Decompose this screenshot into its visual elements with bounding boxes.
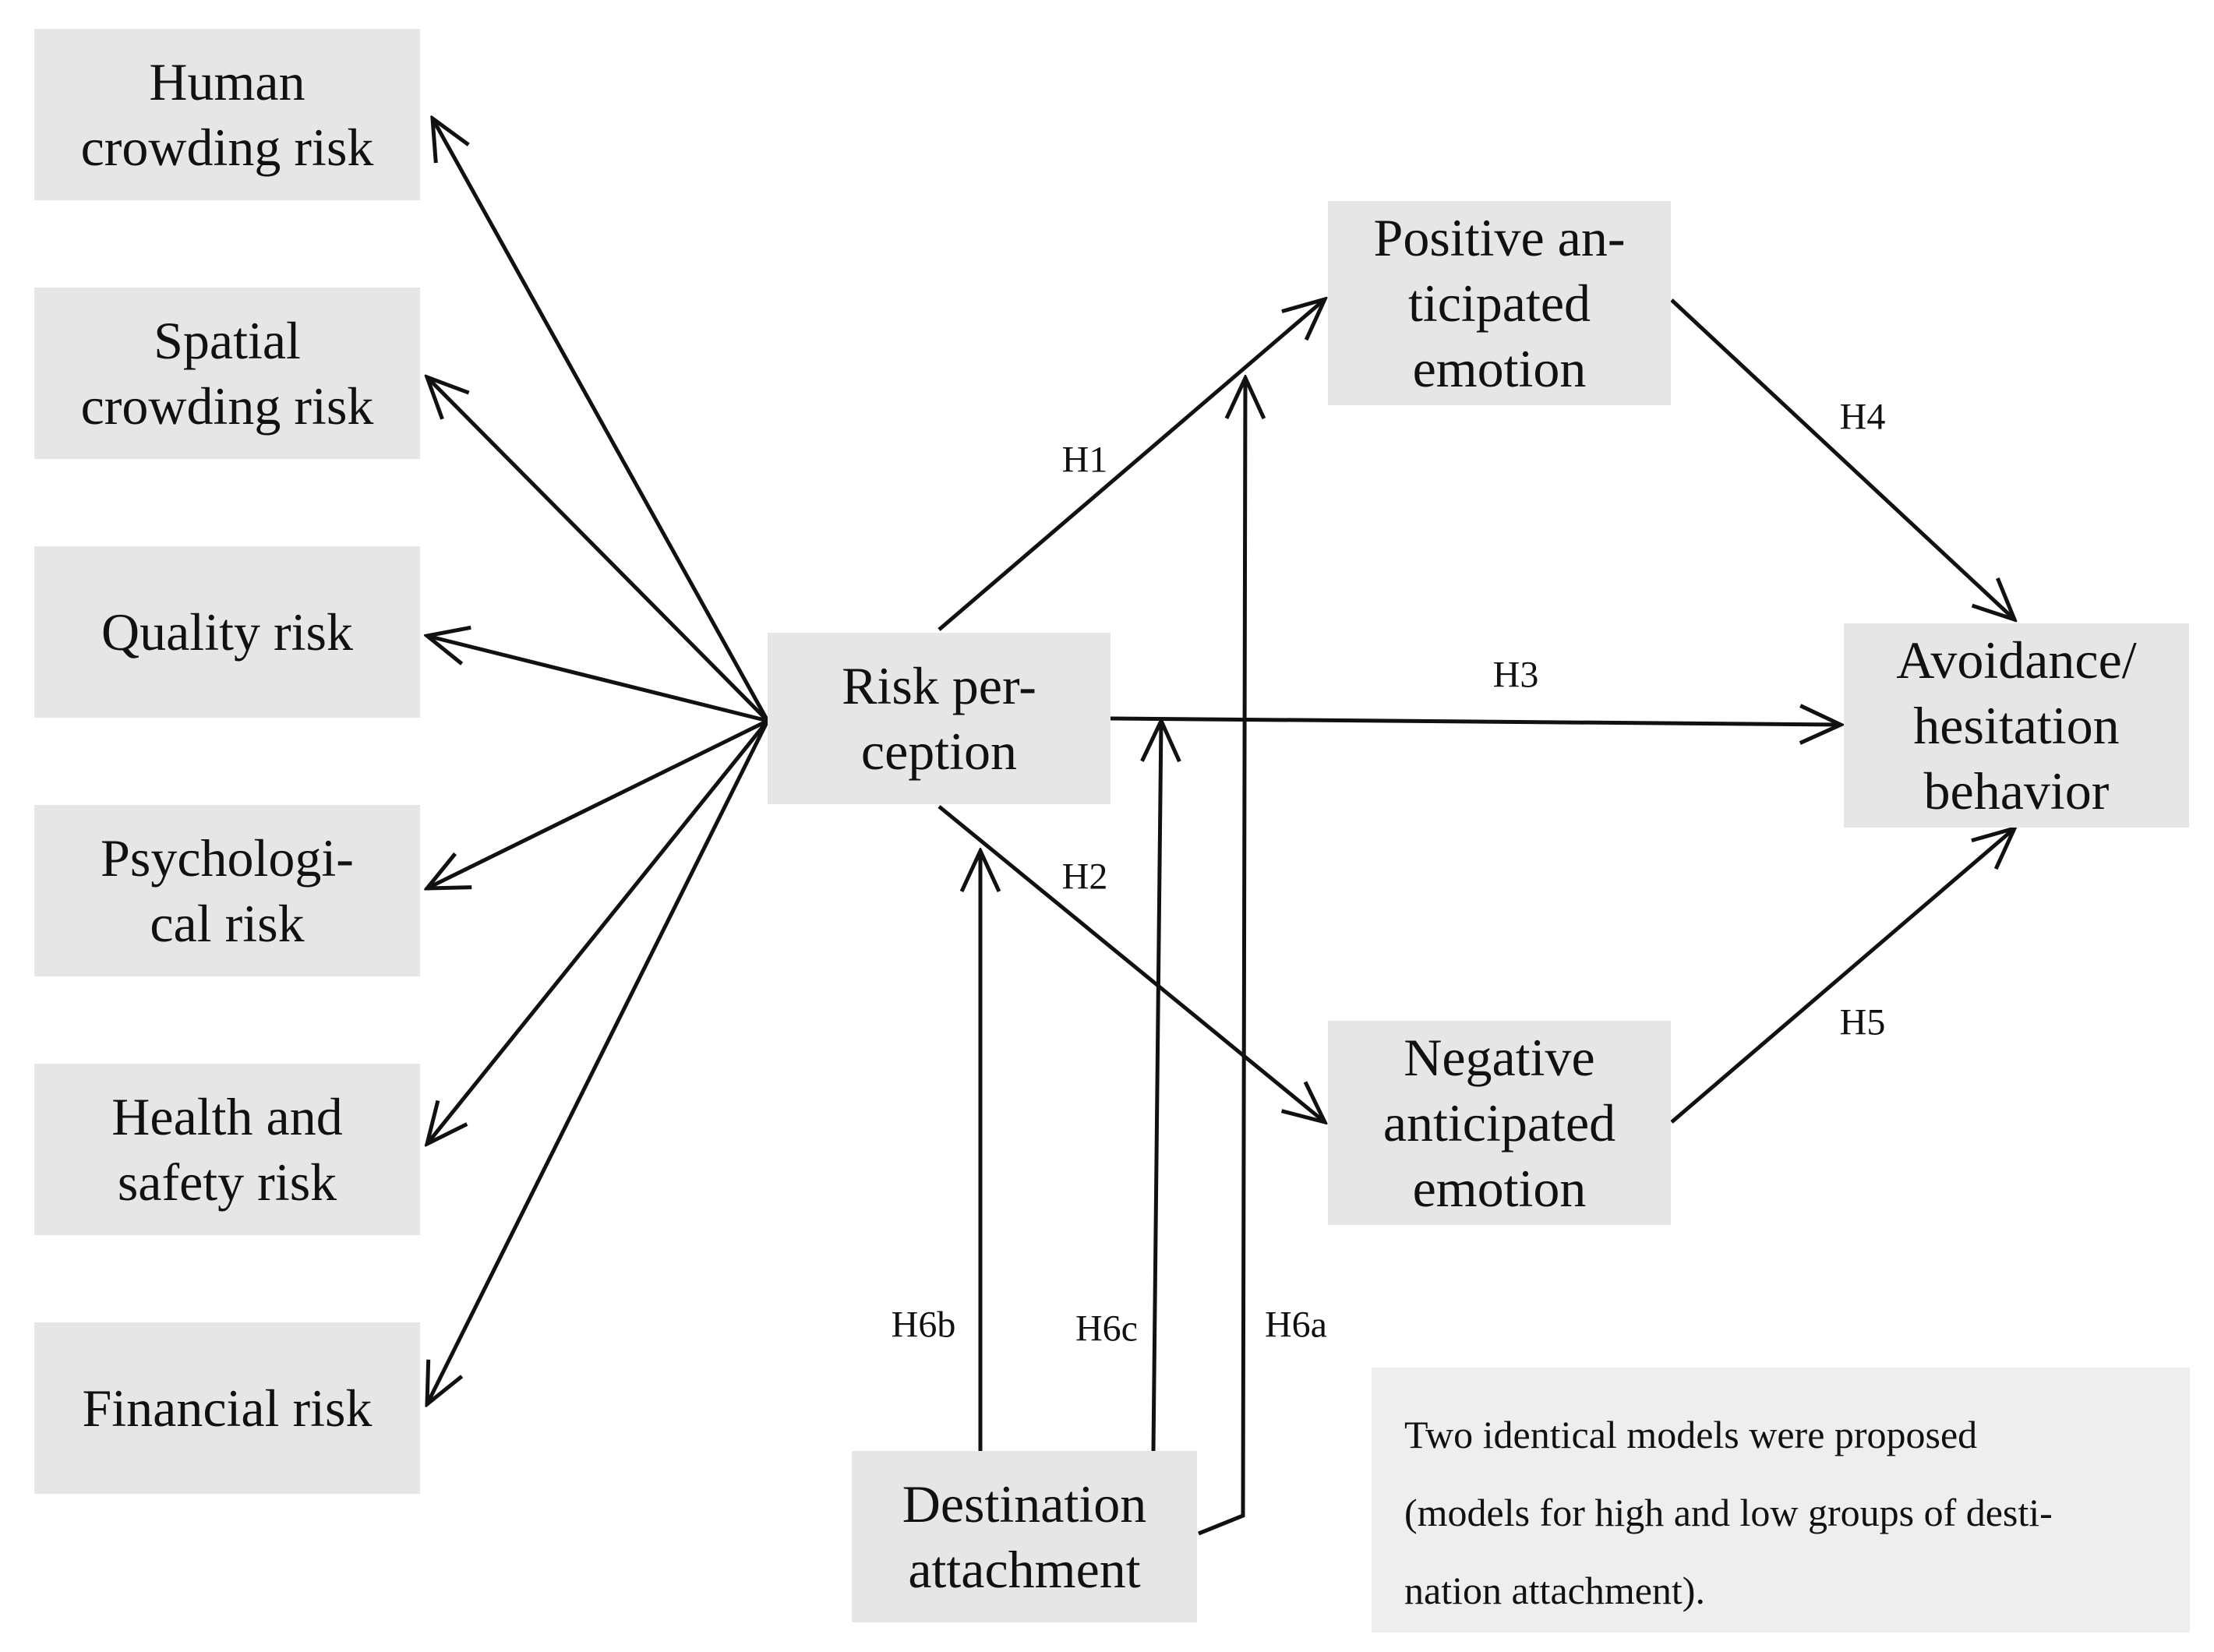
- edge-h5: [1670, 828, 2014, 1124]
- edge-rp-psychological: [427, 718, 769, 888]
- label-h5: H5: [1839, 1001, 1886, 1043]
- edge-h2: [938, 805, 1325, 1122]
- edge-rp-health-safety: [427, 719, 769, 1144]
- label-h6c: H6c: [1075, 1308, 1138, 1350]
- label-h3: H3: [1492, 654, 1539, 696]
- node-financial-risk: Financial risk: [34, 1322, 420, 1494]
- node-psychological-risk: Psychologi-cal risk: [34, 805, 420, 976]
- edge-rp-human-crowding: [433, 118, 770, 722]
- model-note: Two identical models were proposed (mode…: [1372, 1368, 2190, 1633]
- label-h6a: H6a: [1265, 1304, 1327, 1346]
- edge-rp-quality: [427, 636, 768, 723]
- edge-h3: [1110, 718, 1841, 725]
- label-h4: H4: [1839, 396, 1886, 438]
- node-quality-risk: Quality risk: [34, 546, 420, 718]
- node-risk-perception: Risk per-ception: [768, 633, 1111, 804]
- label-h1: H1: [1061, 439, 1108, 481]
- edge-rp-spatial-crowding: [427, 377, 769, 722]
- label-h6b: H6b: [891, 1304, 956, 1346]
- edge-h6c: [1153, 721, 1161, 1452]
- edge-h1: [938, 299, 1325, 631]
- label-h2: H2: [1061, 856, 1108, 898]
- edge-h6a: [1198, 378, 1245, 1536]
- edge-rp-financial: [427, 719, 770, 1404]
- edge-h4: [1670, 298, 2014, 620]
